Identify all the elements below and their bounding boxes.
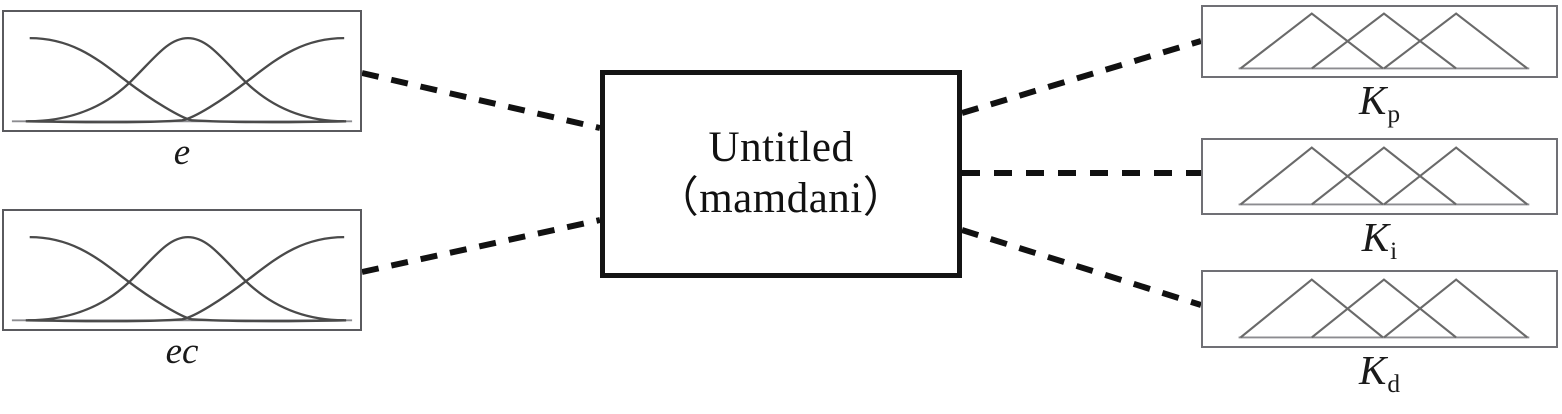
link-ec-to-fis bbox=[361, 217, 601, 275]
input-variable-box-ec[interactable] bbox=[2, 209, 362, 331]
output-label-kd-text: K bbox=[1358, 347, 1387, 393]
gaussian-mf-plot-e bbox=[11, 36, 353, 124]
output-label-kd-subscript: d bbox=[1387, 369, 1401, 398]
output-variable-box-kp[interactable] bbox=[1201, 5, 1558, 78]
output-label-kp-text: K bbox=[1358, 77, 1387, 123]
output-label-kd: Kd bbox=[1201, 350, 1558, 397]
gaussian-mf-plot-ec bbox=[11, 235, 353, 323]
output-variable-box-ki[interactable] bbox=[1201, 138, 1558, 215]
input-label-ec-text: ec bbox=[165, 331, 199, 372]
output-label-kp-subscript: p bbox=[1387, 99, 1401, 128]
input-label-e: e bbox=[2, 134, 362, 171]
output-label-ki-subscript: i bbox=[1390, 236, 1398, 265]
input-label-ec: ec bbox=[2, 333, 362, 370]
fis-system-block[interactable]: Untitled （mamdani） bbox=[600, 70, 962, 278]
fis-system-name: Untitled bbox=[708, 124, 854, 172]
output-label-ki: Ki bbox=[1201, 217, 1558, 264]
output-label-kp: Kp bbox=[1201, 80, 1558, 127]
fis-inference-type: （mamdani） bbox=[655, 175, 907, 222]
triangular-mf-plot-kd bbox=[1238, 278, 1530, 339]
link-fis-to-kd bbox=[961, 227, 1202, 308]
output-label-ki-text: K bbox=[1361, 214, 1390, 260]
link-e-to-fis bbox=[361, 70, 601, 131]
triangular-mf-plot-ki bbox=[1238, 146, 1530, 206]
input-variable-box-e[interactable] bbox=[2, 10, 362, 132]
output-variable-box-kd[interactable] bbox=[1201, 270, 1558, 348]
triangular-mf-plot-kp bbox=[1238, 12, 1530, 70]
input-label-e-text: e bbox=[173, 132, 191, 173]
link-fis-to-kp bbox=[961, 38, 1202, 116]
